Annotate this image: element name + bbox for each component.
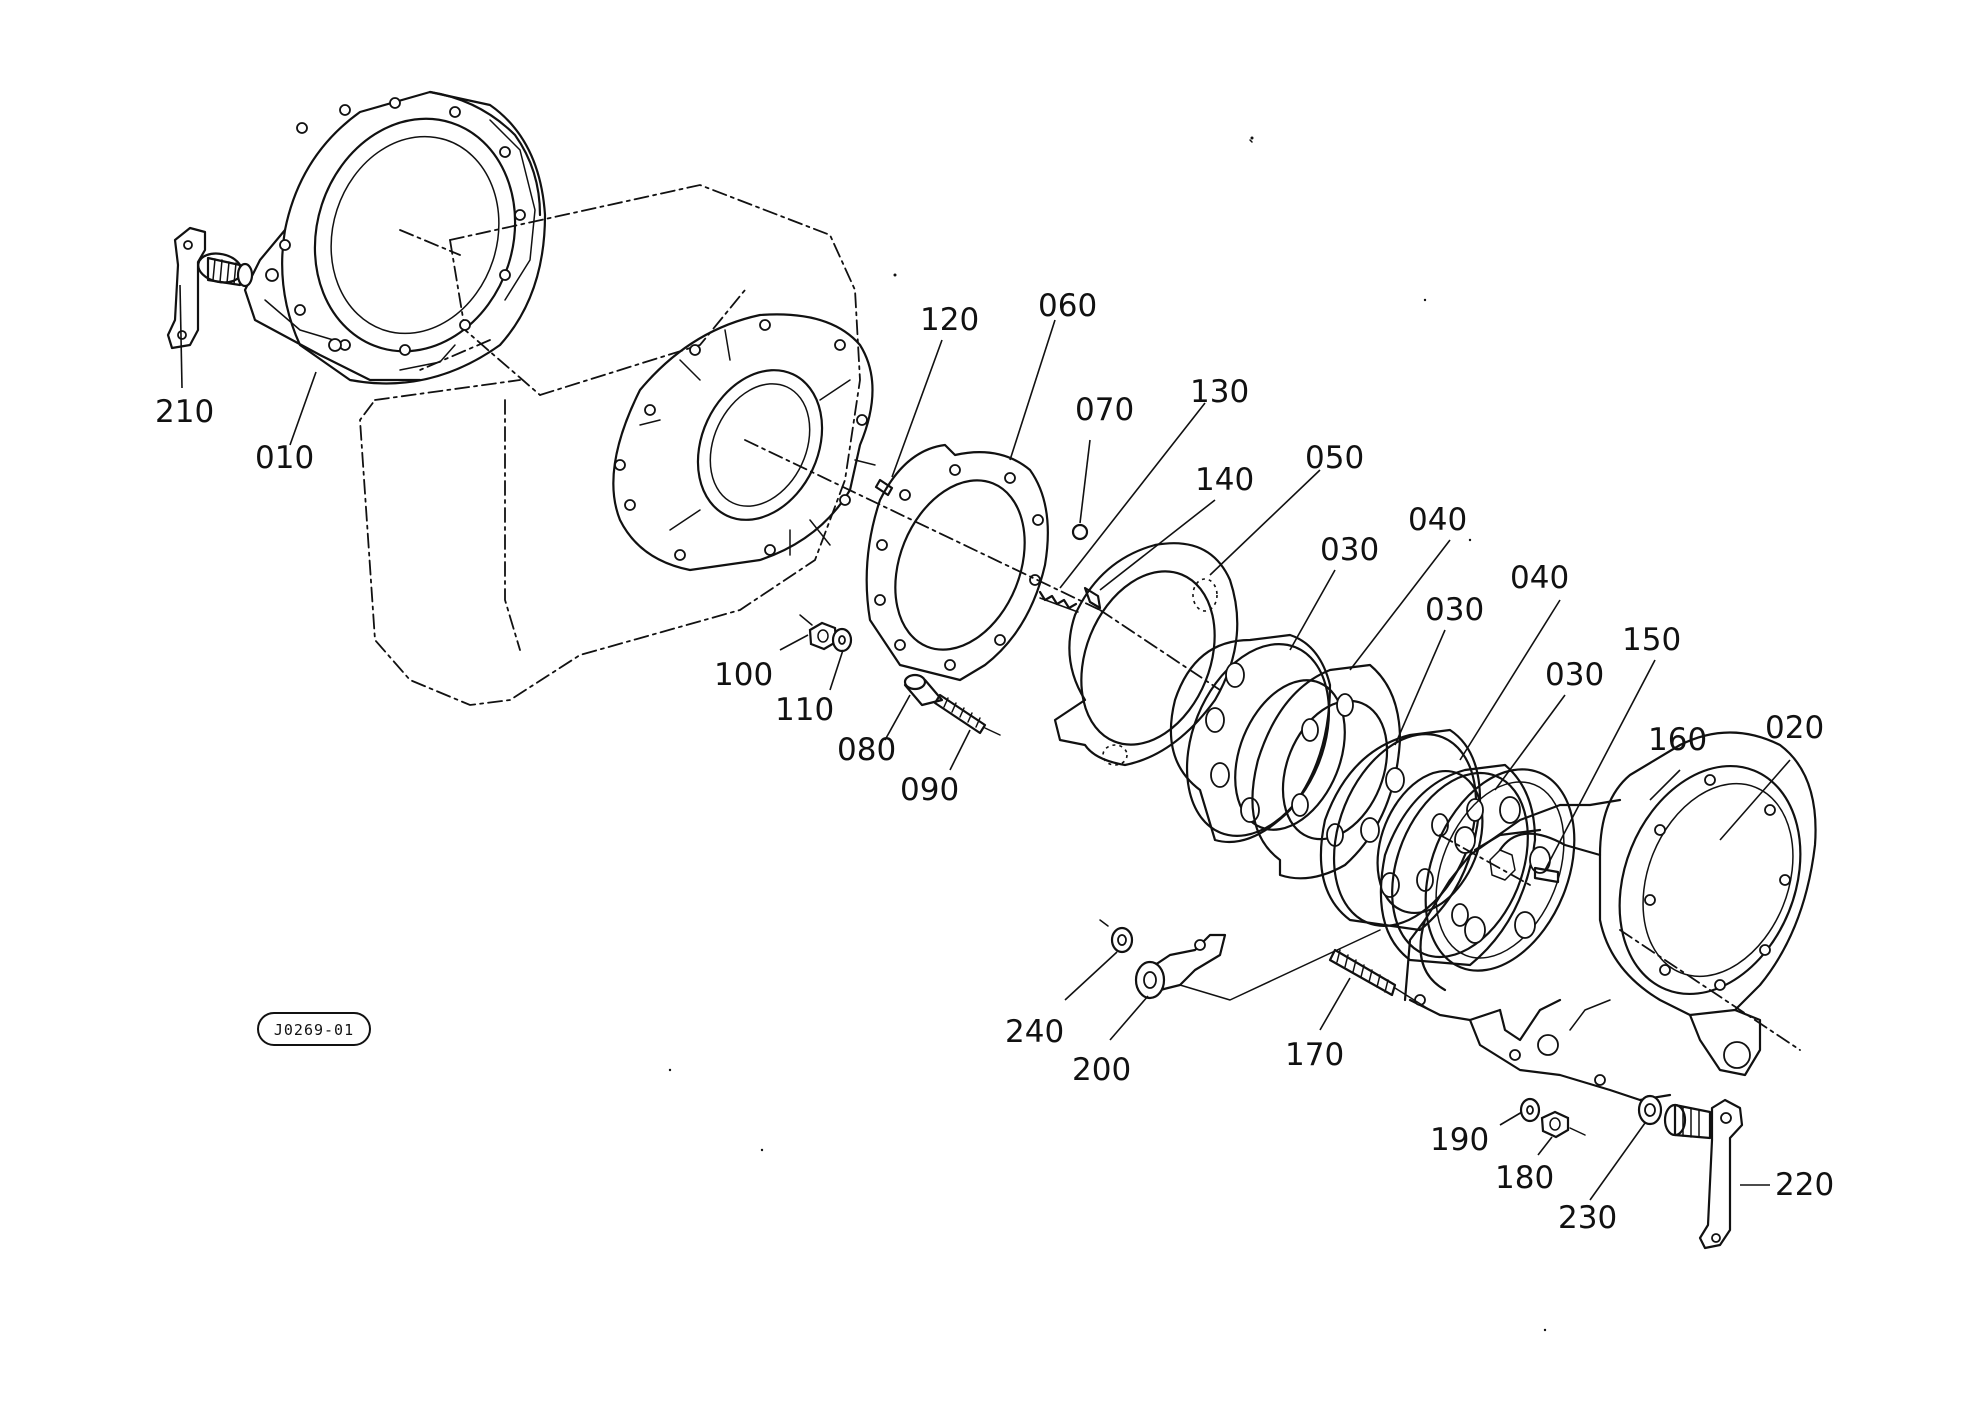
seal-230 (1637, 1094, 1663, 1126)
callout-160: 160 (1648, 722, 1707, 758)
callout-130: 130 (1190, 374, 1249, 410)
rear-housing-020 (1403, 731, 1817, 1102)
callout-100: 100 (714, 657, 773, 693)
nut-180 (1540, 1110, 1586, 1139)
pin-140 (1083, 586, 1102, 610)
nut-100 (799, 614, 838, 651)
callout-090: 090 (900, 772, 959, 808)
callout-030-c: 030 (1545, 657, 1604, 693)
callout-110: 110 (775, 692, 834, 728)
bolt-090 (933, 693, 1001, 736)
stud-170 (1328, 948, 1431, 1011)
spring-130 (1038, 590, 1079, 613)
callout-labels: 210 010 120 060 070 130 140 050 030 040 … (155, 288, 1834, 1236)
scan-specks (668, 136, 1547, 1332)
cover-plate-060 (865, 443, 1049, 682)
leader-lines (179, 284, 1791, 1201)
callout-210: 210 (155, 394, 214, 430)
callout-070: 070 (1075, 392, 1134, 428)
release-fork-200 (1134, 929, 1381, 1001)
callout-010: 010 (255, 440, 314, 476)
callout-140: 140 (1195, 462, 1254, 498)
lever-arm-210 (166, 226, 254, 350)
callout-220: 220 (1775, 1167, 1834, 1203)
callout-040-b: 040 (1510, 560, 1569, 596)
transmission-case (359, 184, 861, 706)
friction-disc-030-b (1319, 728, 1484, 932)
callout-150: 150 (1622, 622, 1681, 658)
callout-230: 230 (1558, 1200, 1617, 1236)
ball-070 (1071, 523, 1089, 541)
dowel-150 (1533, 866, 1560, 884)
callout-200: 200 (1072, 1052, 1131, 1088)
callout-030-b: 030 (1425, 592, 1484, 628)
friction-disc-030-a (1169, 633, 1346, 844)
washer-110 (831, 627, 853, 653)
callout-240: 240 (1005, 1014, 1064, 1050)
diagram-code-tag: J0269-01 (257, 1012, 371, 1046)
diagram-code: J0269-01 (274, 1021, 354, 1039)
callout-050: 050 (1305, 440, 1364, 476)
bushing-080 (903, 673, 944, 707)
lever-arm-220 (1663, 1098, 1744, 1250)
callout-170: 170 (1285, 1037, 1344, 1073)
callout-040-a: 040 (1408, 502, 1467, 538)
callout-080: 080 (837, 732, 896, 768)
washer-190 (1519, 1097, 1541, 1123)
callout-120: 120 (920, 302, 979, 338)
callout-190: 190 (1430, 1122, 1489, 1158)
callout-180: 180 (1495, 1160, 1554, 1196)
front-housing-010 (243, 90, 547, 385)
pin-120 (874, 478, 894, 497)
washer-240 (1099, 919, 1134, 954)
friction-disc-030-c (1424, 768, 1576, 972)
callout-020: 020 (1765, 710, 1824, 746)
center-axis-line (399, 139, 1801, 1051)
callout-060: 060 (1038, 288, 1097, 324)
callout-030-a: 030 (1320, 532, 1379, 568)
case-mounting-flange (612, 313, 876, 572)
